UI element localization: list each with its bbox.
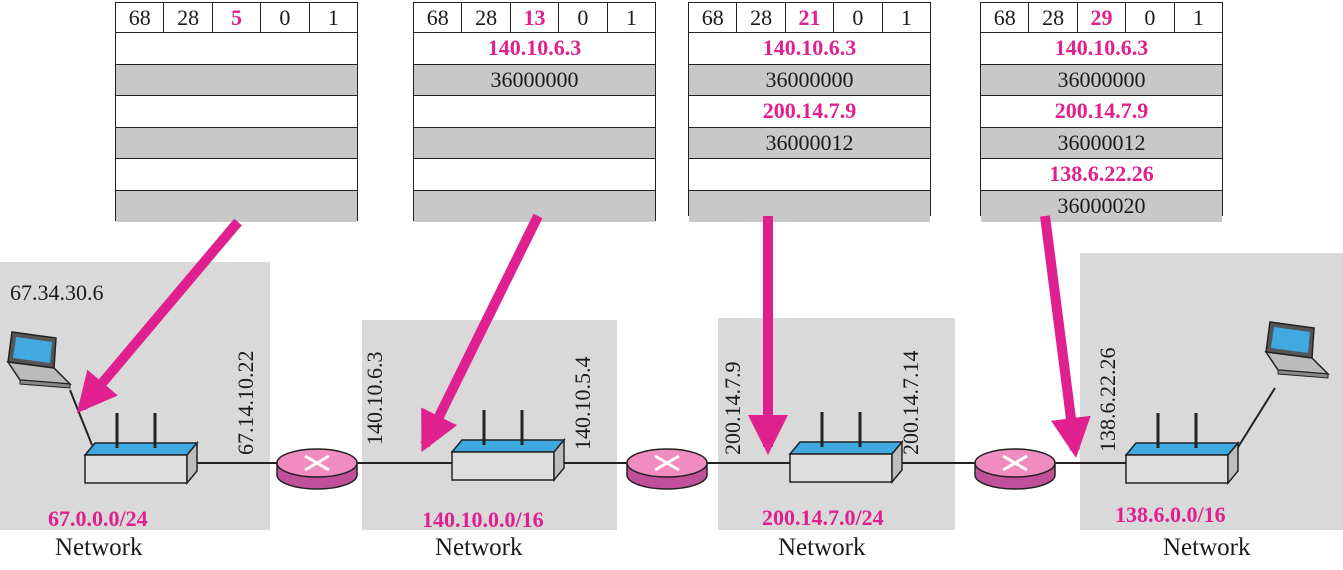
network-prefix: 138.6.0.0/16 bbox=[1115, 502, 1226, 527]
network-prefix: 200.14.7.0/24 bbox=[762, 505, 884, 530]
switch-icon bbox=[83, 411, 199, 485]
address-slot bbox=[116, 96, 357, 128]
arrow-icon bbox=[420, 213, 543, 453]
option-flags: 1 bbox=[625, 5, 637, 30]
network-region-2 bbox=[362, 320, 617, 530]
option-table-4: 68 28 29 0 1 140.10.6.3 36000000 200.14.… bbox=[980, 2, 1223, 222]
option-header: 68 28 13 0 1 bbox=[414, 3, 655, 33]
address-slot bbox=[116, 33, 357, 65]
timestamp-slot: 36000012 bbox=[981, 127, 1222, 159]
timestamp-slot bbox=[414, 127, 655, 159]
router-icon bbox=[625, 447, 709, 491]
timestamp-slot bbox=[116, 64, 357, 96]
option-pointer: 5 bbox=[213, 3, 262, 32]
source-host-ip: 67.34.30.6 bbox=[10, 280, 104, 305]
option-pointer: 13 bbox=[511, 3, 560, 32]
laptop-icon bbox=[7, 331, 71, 389]
address-slot: 140.10.6.3 bbox=[689, 33, 930, 65]
network-region-4 bbox=[1080, 253, 1343, 530]
network-prefix: 67.0.0.0/24 bbox=[48, 506, 148, 531]
network-caption: Network bbox=[435, 534, 523, 561]
option-table-3: 68 28 21 0 1 140.10.6.3 36000000 200.14.… bbox=[688, 2, 931, 222]
address-slot bbox=[689, 159, 930, 191]
option-overflow: 0 bbox=[559, 3, 608, 32]
timestamp-slot bbox=[116, 190, 357, 222]
timestamp-slot: 36000000 bbox=[414, 64, 655, 96]
link-line bbox=[69, 389, 93, 446]
router-icon bbox=[973, 447, 1057, 491]
timestamp-slot: 36000000 bbox=[689, 64, 930, 96]
address-slot: 200.14.7.9 bbox=[689, 96, 930, 128]
switch-icon bbox=[450, 408, 566, 482]
option-header: 68 28 5 0 1 bbox=[116, 3, 357, 33]
option-header: 68 28 29 0 1 bbox=[981, 3, 1222, 33]
option-flags: 1 bbox=[1192, 5, 1204, 30]
option-length: 28 bbox=[462, 3, 511, 32]
timestamp-slot: 36000012 bbox=[689, 127, 930, 159]
timestamp-slot bbox=[689, 190, 930, 222]
option-code: 68 bbox=[689, 3, 738, 32]
option-flags: 1 bbox=[900, 5, 912, 30]
address-slot bbox=[414, 96, 655, 128]
option-table-1: 68 28 5 0 1 bbox=[115, 2, 358, 222]
arrow-icon bbox=[76, 218, 242, 414]
option-length: 28 bbox=[164, 3, 213, 32]
link-line bbox=[1234, 387, 1276, 453]
option-code: 68 bbox=[116, 3, 165, 32]
timestamp-slot: 36000000 bbox=[981, 64, 1222, 96]
option-table-2: 68 28 13 0 1 140.10.6.3 36000000 bbox=[413, 2, 656, 222]
network-prefix: 140.10.0.0/16 bbox=[422, 507, 544, 532]
option-length: 28 bbox=[1029, 3, 1078, 32]
option-pointer: 29 bbox=[1078, 3, 1127, 32]
switch-icon bbox=[788, 410, 904, 484]
interface-ip-label: 140.10.5.4 bbox=[570, 356, 595, 451]
address-slot: 140.10.6.3 bbox=[981, 33, 1222, 65]
switch-icon bbox=[1124, 411, 1240, 485]
address-slot: 140.10.6.3 bbox=[414, 33, 655, 65]
network-region-1 bbox=[0, 262, 270, 530]
laptop-icon bbox=[1265, 321, 1329, 379]
interface-ip-label: 138.6.22.26 bbox=[1095, 347, 1120, 453]
option-length: 28 bbox=[737, 3, 786, 32]
arrow-icon bbox=[1040, 215, 1091, 458]
address-slot bbox=[116, 159, 357, 191]
option-code: 68 bbox=[981, 3, 1030, 32]
network-caption: Network bbox=[778, 534, 866, 561]
address-slot bbox=[414, 159, 655, 191]
router-icon bbox=[275, 447, 359, 491]
option-overflow: 0 bbox=[1126, 3, 1175, 32]
option-pointer: 21 bbox=[786, 3, 835, 32]
option-code: 68 bbox=[414, 3, 463, 32]
interface-ip-label: 140.10.6.3 bbox=[362, 351, 387, 446]
option-flags: 1 bbox=[327, 5, 339, 30]
option-overflow: 0 bbox=[261, 3, 310, 32]
option-header: 68 28 21 0 1 bbox=[689, 3, 930, 33]
network-caption: Network bbox=[1163, 534, 1251, 561]
interface-ip-label: 67.14.10.22 bbox=[233, 350, 258, 456]
timestamp-slot bbox=[116, 127, 357, 159]
interface-ip-label: 200.14.7.14 bbox=[898, 350, 923, 456]
option-overflow: 0 bbox=[834, 3, 883, 32]
interface-ip-label: 200.14.7.9 bbox=[720, 361, 745, 456]
timestamp-slot: 36000020 bbox=[981, 190, 1222, 222]
address-slot: 200.14.7.9 bbox=[981, 96, 1222, 128]
address-slot: 138.6.22.26 bbox=[981, 159, 1222, 191]
network-caption: Network bbox=[55, 534, 143, 561]
